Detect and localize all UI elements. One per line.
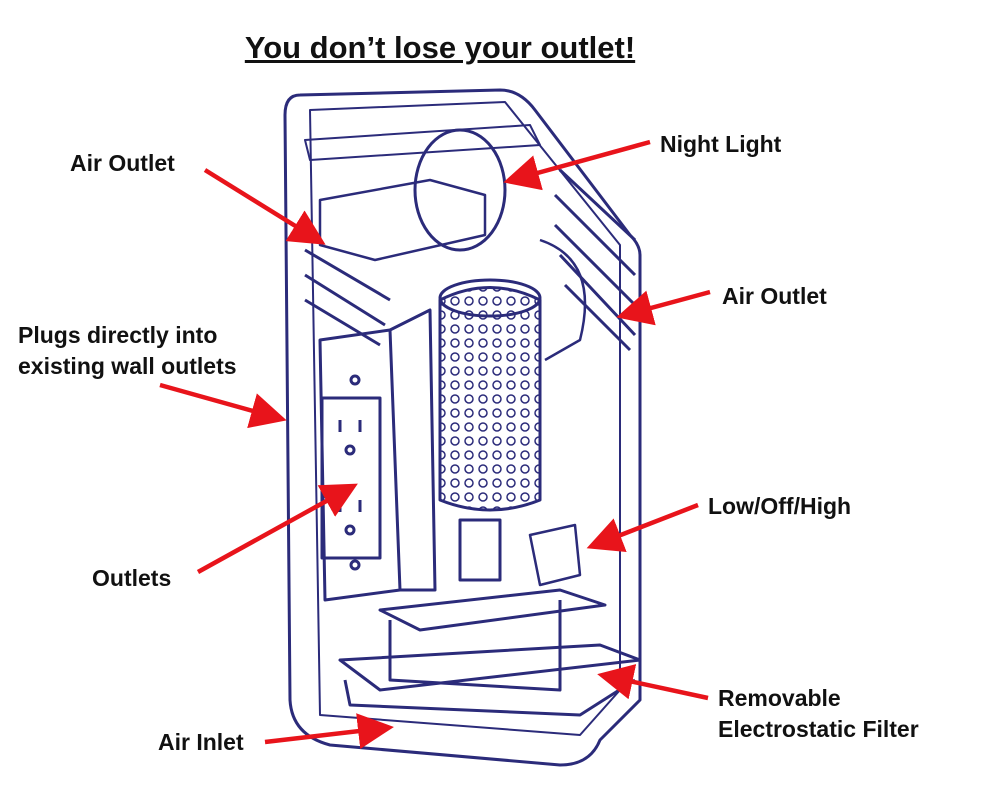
label-night-light: Night Light bbox=[660, 131, 782, 157]
label-plugs-line1: Plugs directly into bbox=[18, 322, 218, 348]
arrow-filter bbox=[597, 664, 709, 701]
arrow-air-outlet-left bbox=[203, 168, 326, 245]
device-outline bbox=[283, 88, 642, 767]
arrow-outlets bbox=[196, 483, 358, 574]
label-air-outlet-right: Air Outlet bbox=[722, 283, 827, 309]
label-air-inlet: Air Inlet bbox=[158, 729, 244, 755]
arrow-plugs bbox=[159, 382, 287, 429]
label-plugs-line2: existing wall outlets bbox=[18, 353, 237, 379]
diagram-title: You don’t lose your outlet! bbox=[244, 30, 636, 65]
arrow-switch bbox=[586, 502, 699, 553]
arrows bbox=[159, 139, 711, 750]
label-low-off-high: Low/Off/High bbox=[708, 493, 852, 519]
arrow-air-outlet-right bbox=[616, 289, 711, 326]
label-outlets: Outlets bbox=[92, 565, 172, 591]
arrow-night-light bbox=[503, 139, 651, 191]
label-filter-line1: Removable bbox=[718, 685, 841, 711]
arrow-air-inlet bbox=[264, 713, 394, 750]
label-filter-line2: Electrostatic Filter bbox=[718, 716, 919, 742]
label-air-outlet-left: Air Outlet bbox=[70, 150, 175, 176]
